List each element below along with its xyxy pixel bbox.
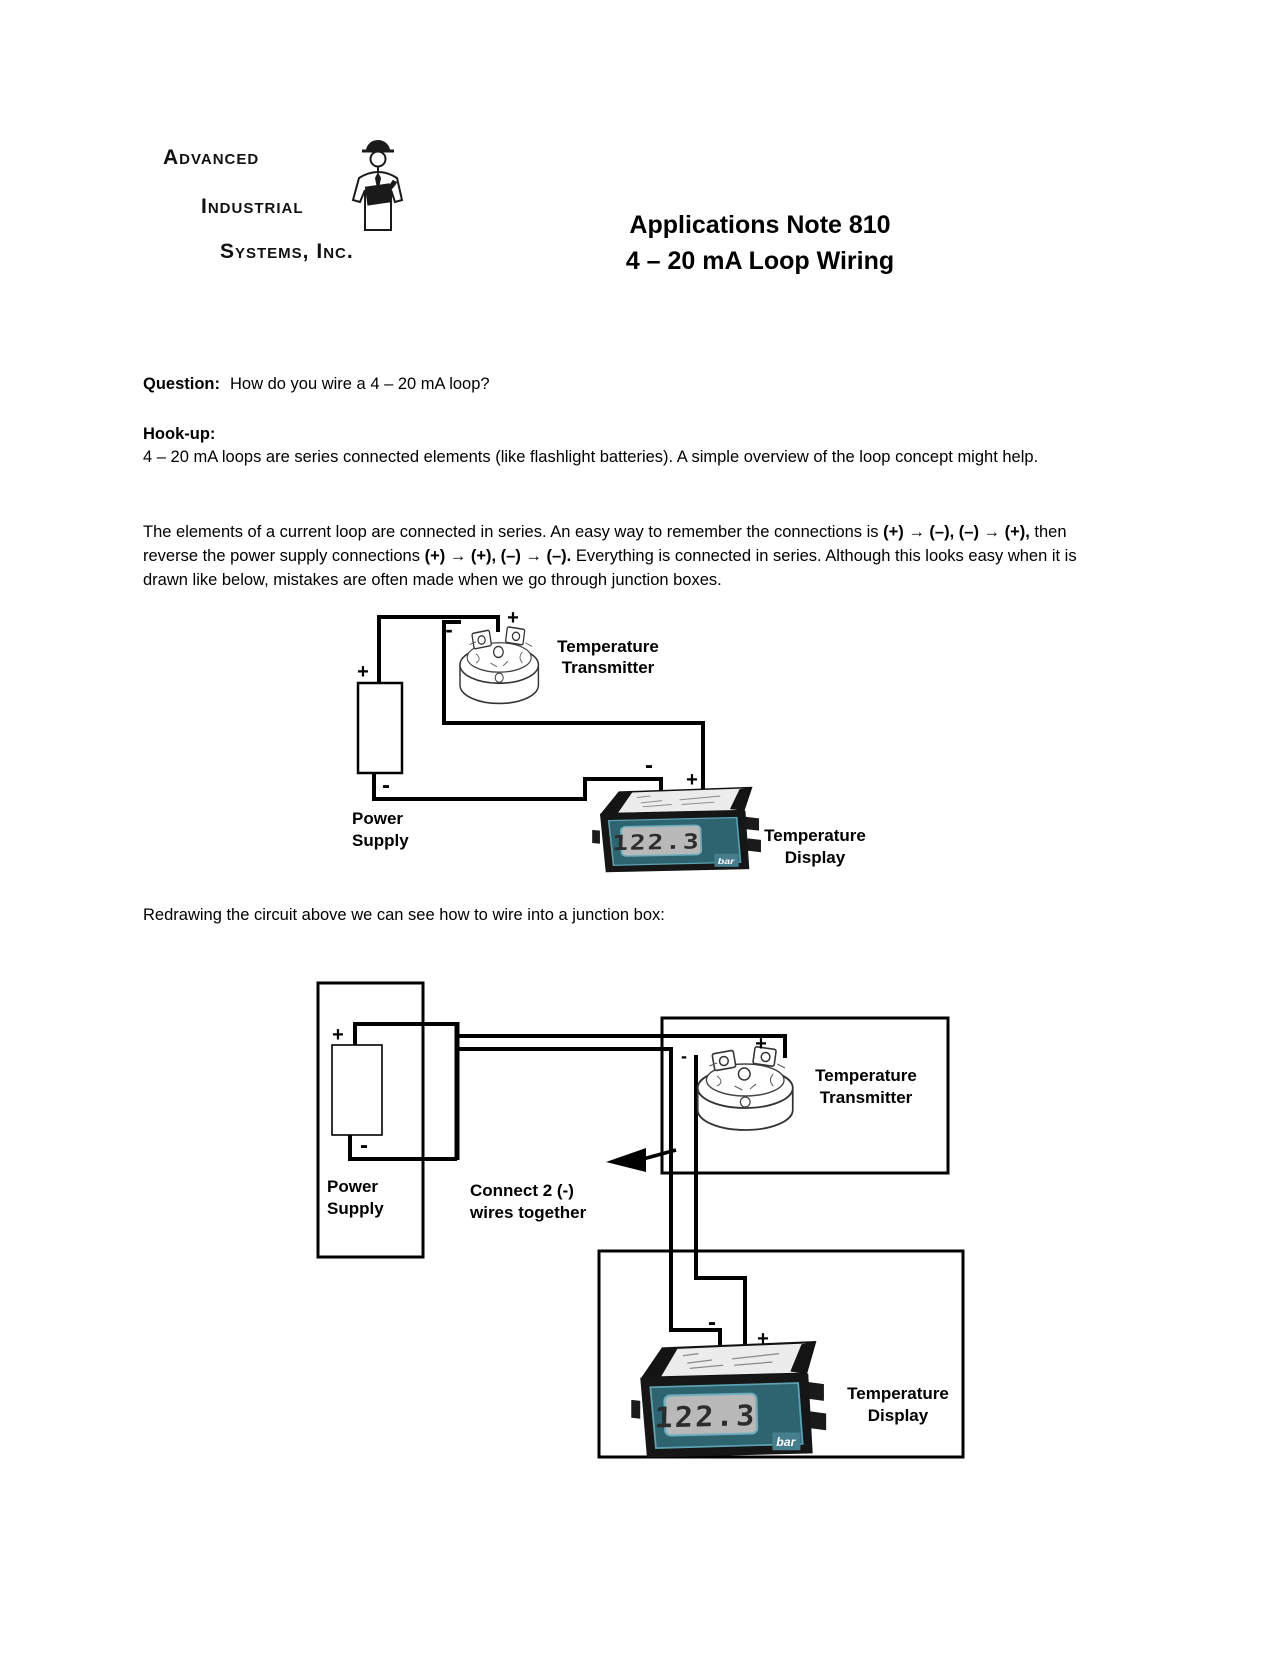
title-line-1: Applications Note 810 bbox=[629, 211, 891, 239]
hookup-label: Hook-up: bbox=[143, 425, 216, 443]
lcd-readout: 122.3 bbox=[654, 1399, 757, 1434]
temperature-transmitter-drawing bbox=[696, 1046, 794, 1131]
power-supply-box bbox=[331, 1044, 383, 1136]
tx-minus-terminal: - bbox=[681, 1046, 687, 1066]
logo-line-1: Advanced bbox=[163, 146, 260, 169]
junction-box-wiring-diagram-2: + - Power Supply - + Temperature Transmi… bbox=[316, 981, 965, 1459]
temperature-display-drawing: 122.3 bar bbox=[631, 1340, 827, 1458]
tie-shape bbox=[375, 172, 381, 194]
loop-wiring-diagram-1: + - Power Supply - + Temperature Transmi… bbox=[352, 607, 866, 873]
tx-minus-terminal: - bbox=[445, 617, 452, 642]
wire-transmitter-to-display-plus bbox=[442, 620, 705, 793]
tx-plus-terminal: + bbox=[507, 607, 519, 629]
lcd-readout: 122.3 bbox=[612, 829, 701, 855]
display-label-2: Display bbox=[868, 1406, 929, 1425]
brand-badge bbox=[772, 1432, 801, 1451]
transmitter-junction-box bbox=[660, 1016, 950, 1175]
brand-badge-text: bar bbox=[718, 857, 736, 867]
document-title: Applications Note 810 4 – 20 mA Loop Wir… bbox=[560, 207, 960, 279]
transmitter-label-1: Temperature bbox=[557, 637, 659, 656]
wire-ps-minus-to-display-minus bbox=[372, 773, 663, 801]
title-line-2: 4 – 20 mA Loop Wiring bbox=[625, 247, 895, 275]
display-minus-terminal: - bbox=[645, 752, 653, 779]
ps-minus-terminal: - bbox=[360, 1132, 368, 1159]
transmitter-label-2: Transmitter bbox=[562, 658, 655, 677]
display-label-1: Temperature bbox=[847, 1384, 949, 1403]
logo-line-3: Systems, Inc. bbox=[220, 240, 354, 263]
power-supply-box bbox=[356, 681, 404, 775]
question-label: Question: bbox=[143, 375, 220, 393]
wire-transmitter-minus-to-display-plus bbox=[694, 1055, 747, 1355]
annotation-arrow-tail bbox=[642, 1148, 677, 1161]
display-plus-terminal: + bbox=[686, 769, 698, 791]
display-label-1: Temperature bbox=[764, 826, 866, 845]
connect-note-line-1: Connect 2 (-) bbox=[470, 1181, 574, 1200]
display-plus-terminal: + bbox=[757, 1328, 769, 1350]
wire-ps-minus-out bbox=[348, 1135, 457, 1161]
ps-plus-terminal: + bbox=[332, 1024, 344, 1046]
ps-plus-terminal: + bbox=[357, 661, 369, 683]
hard-hat-icon bbox=[366, 140, 390, 152]
para2-seg1: The elements of a current loop are conne… bbox=[143, 523, 884, 541]
ps-minus-terminal: - bbox=[382, 772, 390, 799]
power-supply-junction-box bbox=[316, 981, 425, 1259]
power-supply-label-1: Power bbox=[352, 809, 403, 828]
brand-badge bbox=[714, 853, 739, 867]
question-line: Question: How do you wire a 4 – 20 mA loo… bbox=[143, 372, 1103, 396]
display-minus-terminal: - bbox=[708, 1309, 716, 1336]
para2-seg5: Everything is connected in series. Altho… bbox=[143, 547, 1077, 589]
paragraph-1: 4 – 20 mA loops are series connected ele… bbox=[143, 448, 1039, 466]
tx-plus-terminal: + bbox=[755, 1033, 767, 1055]
display-label-2: Display bbox=[785, 848, 846, 867]
redraw-sentence: Redrawing the circuit above we can see h… bbox=[143, 906, 665, 924]
transmitter-label-1: Temperature bbox=[815, 1066, 917, 1085]
brand-badge-text: bar bbox=[776, 1435, 797, 1449]
wire-to-transmitter-plus bbox=[459, 1034, 787, 1058]
wire-minus-to-display-minus bbox=[459, 1047, 722, 1350]
wire-ps-plus-out bbox=[353, 1022, 457, 1045]
connect-note-line-2: wires together bbox=[469, 1203, 587, 1222]
transmitter-label-2: Transmitter bbox=[820, 1088, 913, 1107]
annotation-arrow-head bbox=[606, 1148, 646, 1172]
paragraph-2: The elements of a current loop are conne… bbox=[143, 520, 1108, 592]
power-supply-label-2: Supply bbox=[327, 1199, 384, 1218]
question-text: How do you wire a 4 – 20 mA loop? bbox=[230, 375, 490, 393]
temperature-transmitter-drawing bbox=[459, 626, 540, 705]
power-supply-label-1: Power bbox=[327, 1177, 378, 1196]
wire-ps-plus-to-transmitter bbox=[377, 615, 500, 683]
para2-seg3: then reverse the power supply connection… bbox=[143, 523, 1067, 565]
para2-seg2: (+) → (–), (–) → (+), bbox=[883, 523, 1030, 541]
display-junction-box bbox=[597, 1249, 965, 1459]
temperature-display-drawing: 122.3 bar bbox=[592, 786, 761, 873]
arm-shape bbox=[369, 179, 398, 199]
power-supply-label-2: Supply bbox=[352, 831, 409, 850]
worker-logo-icon bbox=[351, 140, 404, 231]
para2-seg4: (+) → (+), (–) → (–). bbox=[424, 547, 572, 565]
logo-line-2: Industrial bbox=[201, 195, 304, 218]
